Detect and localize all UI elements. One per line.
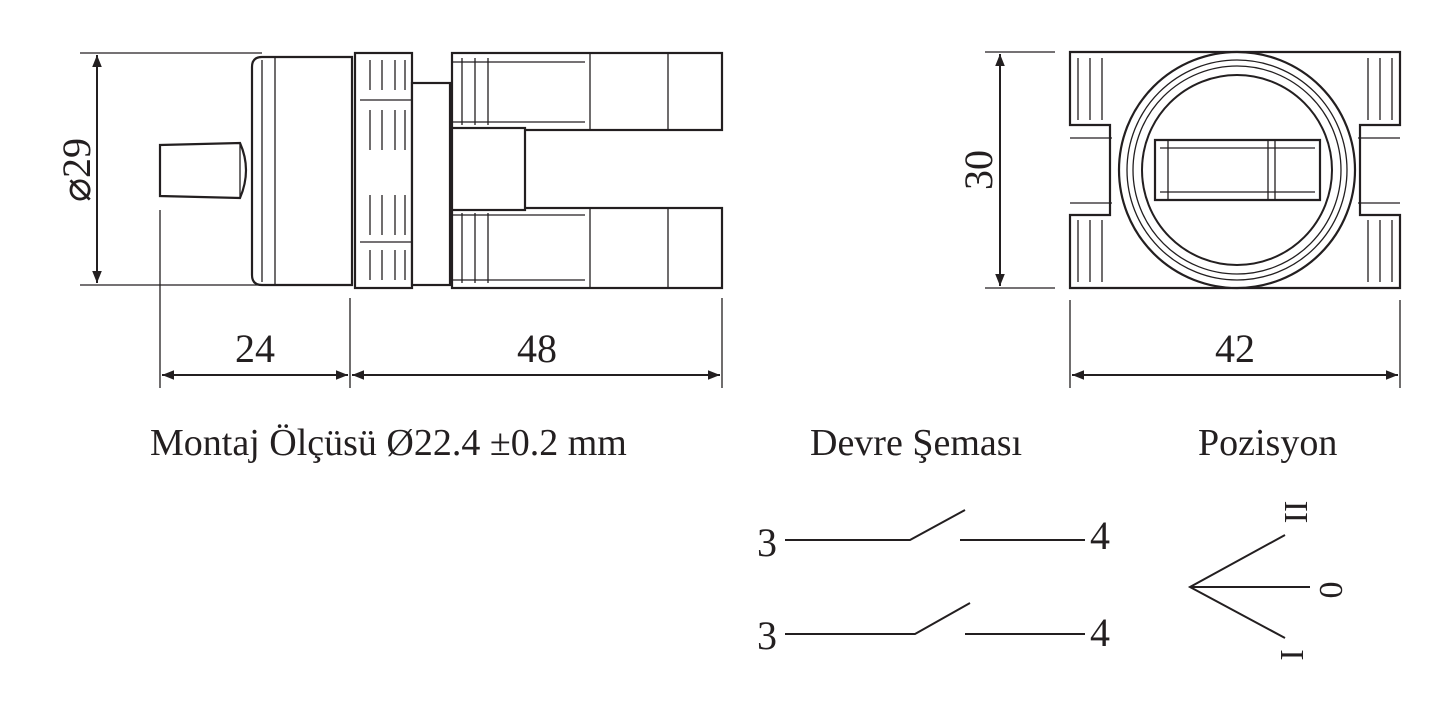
position-label-i: I [1274,649,1311,660]
circuit-title: Devre Şeması [810,422,1022,464]
contact-block-top [450,51,724,132]
mounting-ring [353,51,414,290]
position-label-ii: II [1278,501,1315,524]
front-view: 30 42 [956,50,1402,388]
position-title: Pozisyon [1198,422,1337,464]
terminal-label: 4 [1090,513,1110,558]
mounting-label: Montaj Ölçüsü Ø22.4 ±0.2 mm [150,422,627,464]
contact-2: 3 4 [757,602,1110,658]
circuit-diagram: 3 4 3 4 [757,509,1110,658]
shaft-length-label: 24 [235,326,275,371]
position-diagram: II 0 I [1187,501,1350,661]
contact-1: 3 4 [757,509,1110,565]
terminal-label: 3 [757,520,777,565]
terminal-label: 4 [1090,610,1110,655]
selector-knob [1153,138,1322,202]
position-label-0: 0 [1313,582,1350,599]
height-label: 30 [956,150,1001,190]
width-label: 42 [1215,326,1255,371]
terminal-label: 3 [757,613,777,658]
shaft [158,141,248,200]
bezel [250,55,354,287]
side-view: ⌀29 24 [54,51,724,388]
diameter-label: ⌀29 [54,138,99,202]
body-length-label: 48 [517,326,557,371]
contact-block-bottom [450,206,724,290]
